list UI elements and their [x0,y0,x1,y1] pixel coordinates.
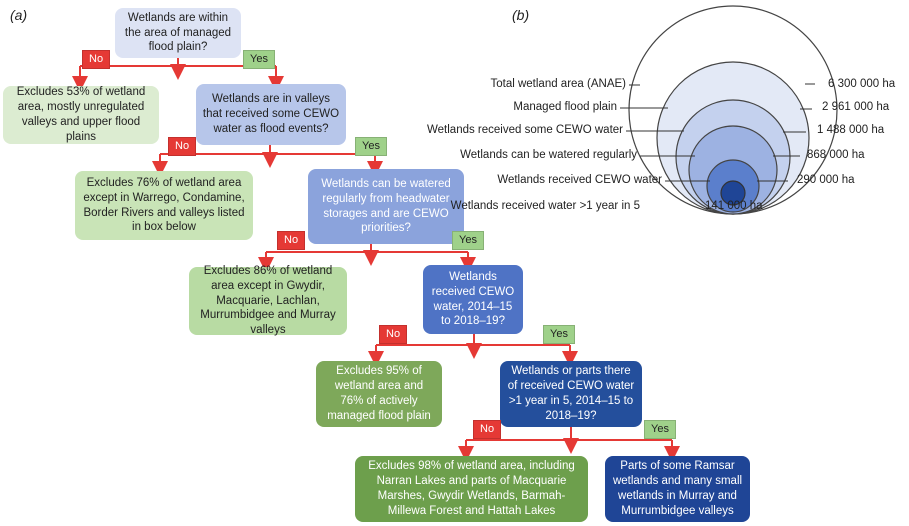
label-managed-flood-plain: Managed flood plain [513,101,617,113]
label-watered-regularly: Wetlands can be watered regularly [460,149,637,161]
yes-tag-5: Yes [644,420,676,439]
yes-tag-1: Yes [243,50,275,69]
exclusion-98-percent: Excludes 98% of wetland area, including … [355,456,588,522]
question-received-cewo-water: Wetlands received CEWO water, 2014–15 to… [423,265,523,334]
exclusion-86-percent: Excludes 86% of wetland area except in G… [189,265,347,336]
value-total-wetland: 6 300 000 ha [828,78,896,90]
label-some-cewo-water: Wetlands received some CEWO water [427,124,623,136]
no-tag-4: No [379,325,408,344]
value-watered-regularly: 868 000 ha [807,149,865,161]
question-watered-regularly: Wetlands can be watered regularly from h… [308,169,464,244]
value-1-in-5: 141 000 ha [705,200,763,212]
question-cewo-flood-events: Wetlands are in valleys that received so… [196,84,346,145]
label-1-in-5: Wetlands received water >1 year in 5 [450,200,640,212]
value-some-cewo-water: 1 488 000 ha [817,124,885,136]
question-cewo-water-1-in-5: Wetlands or parts there of received CEWO… [500,361,642,427]
circle-1-in-5 [720,180,746,206]
exclusion-95-percent: Excludes 95% of wetland area and 76% of … [316,361,442,427]
exclusion-53-percent: Excludes 53% of wetland area, mostly unr… [3,86,159,144]
question-managed-flood-plain: Wetlands are within the area of managed … [115,8,241,58]
panel-a-label: (a) [10,7,28,23]
label-total-wetland: Total wetland area (ANAE) [490,78,626,90]
no-tag-2: No [168,137,197,156]
yes-tag-4: Yes [543,325,575,344]
label-received-cewo: Wetlands received CEWO water [497,174,662,186]
final-outcome-box: Parts of some Ramsar wetlands and many s… [605,456,750,522]
value-received-cewo: 290 000 ha [797,174,855,186]
no-tag-1: No [82,50,111,69]
yes-tag-3: Yes [452,231,484,250]
value-managed-flood-plain: 2 961 000 ha [822,101,890,113]
exclusion-76-percent: Excludes 76% of wetland area except in W… [75,171,253,240]
no-tag-3: No [277,231,306,250]
yes-tag-2: Yes [355,137,387,156]
no-tag-5: No [473,420,502,439]
panel-b-label: (b) [512,7,530,23]
